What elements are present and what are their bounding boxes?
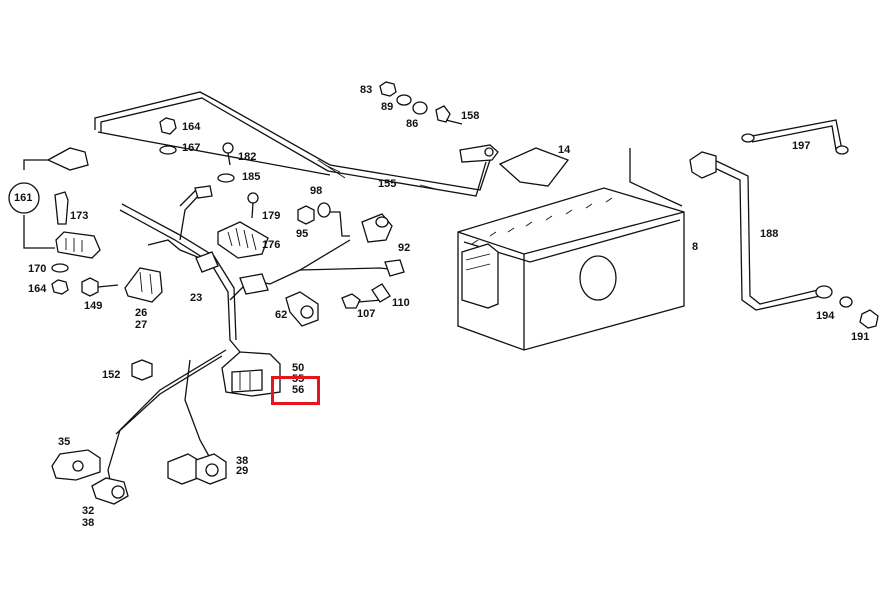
part-label-38b: 38 xyxy=(236,455,249,467)
sensor-35 xyxy=(51,449,129,505)
bracket-26-27 xyxy=(124,267,163,303)
part-label-62: 62 xyxy=(275,309,288,321)
part-label-149: 149 xyxy=(84,300,103,312)
fasteners-upper xyxy=(54,117,269,259)
part-label-29: 29 xyxy=(236,465,249,477)
part-label-170: 170 xyxy=(28,263,47,275)
part-label-83: 83 xyxy=(360,84,373,96)
part-label-161: 161 xyxy=(14,192,33,204)
part-label-191: 191 xyxy=(851,331,870,343)
connector-block-50-56 xyxy=(221,351,281,397)
part-label-164b: 164 xyxy=(28,283,47,295)
part-label-167: 167 xyxy=(182,142,201,154)
part-label-50: 50 xyxy=(292,362,305,374)
part-label-179: 179 xyxy=(262,210,281,222)
part-label-158: 158 xyxy=(461,110,480,122)
parts-62-110 xyxy=(285,283,391,327)
part-label-95: 95 xyxy=(296,228,309,240)
cable-terminal-155 xyxy=(459,144,499,163)
part-label-197: 197 xyxy=(792,140,811,152)
part-label-89: 89 xyxy=(381,101,394,113)
part-label-55: 55 xyxy=(292,373,305,385)
part-label-32: 32 xyxy=(82,505,95,517)
part-label-164: 164 xyxy=(182,121,201,133)
part-label-182: 182 xyxy=(238,151,257,163)
harness-cable-main xyxy=(119,185,405,353)
bracket-161 xyxy=(8,147,101,259)
sensor-38-29 xyxy=(167,453,227,485)
fasteners-83-158 xyxy=(379,81,463,125)
highlight-box xyxy=(271,376,320,405)
part-label-38: 38 xyxy=(82,517,95,529)
part-label-173: 173 xyxy=(70,210,89,222)
part-label-152: 152 xyxy=(102,369,121,381)
part-label-155: 155 xyxy=(378,178,397,190)
fasteners-left xyxy=(51,263,153,381)
part-label-176: 176 xyxy=(262,239,281,251)
part-label-110: 110 xyxy=(392,297,410,309)
part-label-98: 98 xyxy=(310,185,323,197)
part-label-107: 107 xyxy=(357,308,376,320)
part-label-23: 23 xyxy=(190,292,203,304)
part-label-56: 56 xyxy=(292,384,305,396)
battery-8 xyxy=(457,148,685,351)
harness-cable-top xyxy=(94,91,491,197)
part-label-194: 194 xyxy=(816,310,835,322)
part-label-35: 35 xyxy=(58,436,71,448)
parts-92-98 xyxy=(297,202,393,243)
part-label-26: 26 xyxy=(135,307,148,319)
part-label-27: 27 xyxy=(135,319,148,331)
part-label-92: 92 xyxy=(398,242,411,254)
cover-14 xyxy=(498,147,570,187)
part-label-8: 8 xyxy=(692,241,699,253)
part-label-14: 14 xyxy=(558,144,571,156)
part-label-86: 86 xyxy=(406,118,419,130)
part-label-185: 185 xyxy=(242,171,261,183)
harness-cable-lower xyxy=(107,349,227,491)
part-label-188: 188 xyxy=(760,228,779,240)
battery-cable-188 xyxy=(689,119,879,329)
